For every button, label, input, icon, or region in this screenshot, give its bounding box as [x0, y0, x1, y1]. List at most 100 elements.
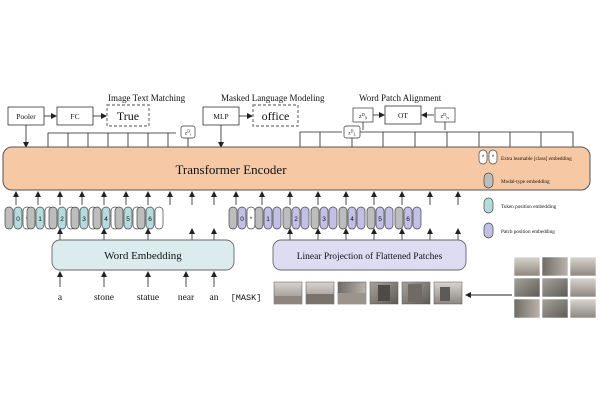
text-position-embedding: [35, 206, 45, 230]
image-patch-embedding: [272, 206, 282, 230]
word-to-embedding-arrows: [57, 271, 217, 287]
image-token-group: 5: [366, 206, 394, 230]
text-word-embedding: [154, 206, 164, 230]
patch-thumbnail: [369, 281, 399, 305]
mlm-title: Masked Language Modeling: [221, 93, 325, 103]
image-position-embedding-label: 2: [294, 216, 298, 223]
text-modal-embedding: [92, 206, 102, 230]
image-patch-embedding: [328, 206, 338, 230]
svg-text:zD|t: zD|t: [359, 112, 368, 120]
itm-title: Image Text Matching: [108, 93, 186, 103]
text-position-embedding: [13, 206, 23, 230]
image-modal-embedding: [394, 206, 404, 230]
fc-box: FC: [56, 106, 94, 126]
image-token-group: 3: [310, 206, 338, 230]
pooler-label: Pooler: [16, 112, 36, 121]
itm-output-box: True: [106, 104, 150, 127]
text-position-embedding-label: 6: [148, 216, 152, 223]
patch-thumbnail: [337, 281, 367, 305]
legend-class-entry: * * Extra learnable [class] embedding: [478, 149, 572, 165]
text-modal-embedding: [136, 206, 146, 230]
patch-projection-label: Linear Projection of Flattened Patches: [297, 251, 443, 262]
image-position-embedding: [319, 206, 329, 230]
input-word: statue: [137, 293, 159, 303]
mlp-label: MLP: [213, 112, 228, 121]
image-patch-embedding: [384, 206, 394, 230]
image-position-embedding-label: 5: [378, 216, 382, 223]
patch-thumbnail: [273, 281, 303, 305]
text-token-group: 6: [136, 206, 164, 230]
encoder-label: Transformer Encoder: [175, 162, 287, 177]
svg-text:*: *: [492, 155, 495, 161]
patch-thumbnails-row: [273, 281, 463, 305]
image-position-embedding-label: 6: [406, 216, 410, 223]
encoder-output-brackets: [47, 132, 542, 147]
legend-modal-label: Modal-type embedding: [501, 179, 550, 185]
text-modal-embedding: [26, 206, 36, 230]
mlm-output-box: office: [252, 104, 299, 127]
mlm-output-text: office: [262, 109, 290, 123]
image-position-embedding: [263, 206, 273, 230]
wpa-image-hidden-box: zD|v: [434, 107, 456, 123]
image-token-group: 4: [338, 206, 366, 230]
patch-thumbnail: [305, 281, 335, 305]
image-patch-embedding: [300, 206, 310, 230]
wpa-text-hidden-box: zD|t: [352, 107, 374, 123]
svg-text:zDi: zDi: [185, 129, 192, 137]
image-token-group: 1: [254, 206, 282, 230]
image-position-embedding: [237, 206, 247, 230]
text-position-embedding: [79, 206, 89, 230]
fc-label: FC: [70, 112, 79, 121]
text-position-embedding-label: 3: [82, 216, 86, 223]
wpa-connectors: [299, 122, 574, 147]
patch-projection-box: Linear Projection of Flattened Patches: [272, 239, 467, 271]
legend-patch-pos-entry: Patch position embedding: [483, 222, 555, 239]
text-position-embedding-label: 1: [38, 216, 42, 223]
svg-text:*: *: [482, 155, 485, 161]
embedding-to-token-arrows: [57, 228, 461, 240]
image-position-embedding: [403, 206, 413, 230]
legend-class-label: Extra learnable [class] embedding: [501, 156, 572, 162]
patch-thumbnail: [401, 281, 431, 305]
word-embedding-label: Word Embedding: [104, 250, 182, 262]
image-position-embedding-label: 1: [266, 216, 270, 223]
image-modal-embedding: [310, 206, 320, 230]
text-modal-embedding: [4, 206, 14, 230]
image-token-group: 6: [394, 206, 422, 230]
word-embedding-box: Word Embedding: [51, 239, 235, 271]
image-token-group: 2: [282, 206, 310, 230]
image-position-embedding-label: 4: [350, 216, 354, 223]
image-modal-embedding: [366, 206, 376, 230]
text-modal-embedding: [48, 206, 58, 230]
text-modal-embedding: [114, 206, 124, 230]
legend-token-pos-label: Token position embedding: [501, 204, 557, 210]
image-token-group: 0*: [228, 206, 256, 230]
token-to-encoder-arrows: [13, 191, 461, 205]
image-modal-embedding: [282, 206, 292, 230]
patch-thumbnail: [433, 281, 463, 305]
text-position-embedding-label: 0: [16, 216, 20, 223]
svg-text:zDL: zDL: [348, 129, 356, 137]
text-position-embedding-label: 4: [104, 216, 108, 223]
itm-output-text: True: [117, 109, 139, 123]
image-class-embedding-label: *: [250, 216, 253, 223]
image-position-embedding-label: 0: [240, 216, 244, 223]
input-word: near: [178, 293, 195, 303]
image-modal-embedding: [254, 206, 264, 230]
transformer-encoder: Transformer Encoder: [2, 146, 591, 191]
wpa-hidden-state-marker: zDL: [343, 125, 361, 139]
wpa-title: Word Patch Alignment: [359, 93, 442, 103]
text-position-embedding: [123, 206, 133, 230]
input-word: stone: [94, 293, 114, 303]
image-modal-embedding: [228, 206, 238, 230]
image-position-embedding-label: 3: [322, 216, 326, 223]
image-position-embedding: [291, 206, 301, 230]
pooler-box: Pooler: [7, 106, 45, 126]
image-modal-embedding: [338, 206, 348, 230]
text-modal-embedding: [70, 206, 80, 230]
legend-patch-pos-label: Patch position embedding: [501, 229, 555, 235]
source-image-patch-grid: [513, 256, 597, 319]
